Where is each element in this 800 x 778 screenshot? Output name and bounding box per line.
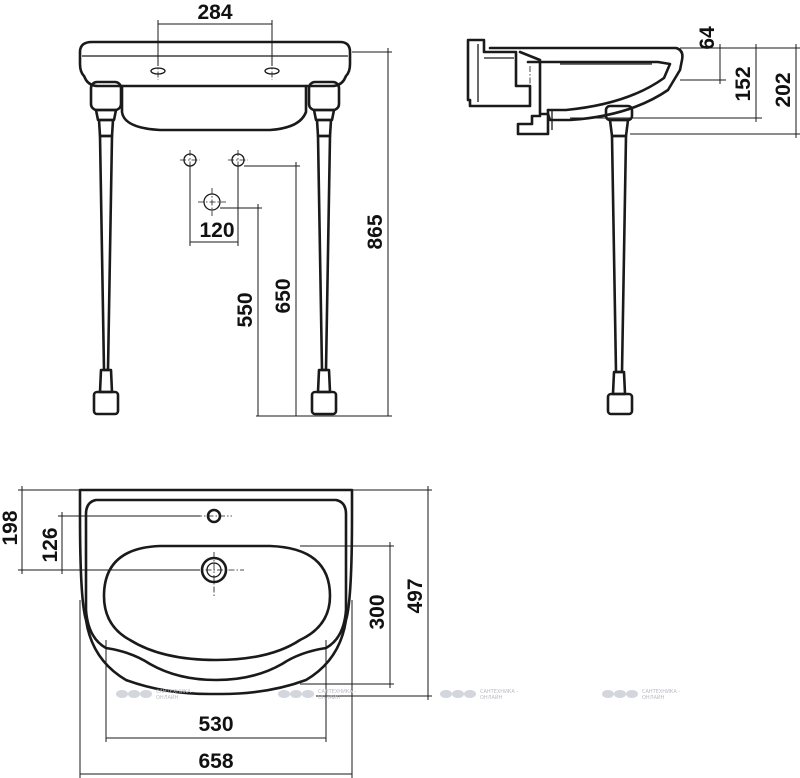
- front-view: 284 120 550 650 865: [78, 1, 392, 417]
- dim-label-126: 126: [39, 527, 62, 562]
- watermark-3: САНТЕХНИКА - ОНЛАЙН: [440, 689, 518, 701]
- dim-label-530: 530: [198, 713, 233, 736]
- front-leg-right: [307, 80, 341, 416]
- side-drain-pipe: [516, 108, 550, 136]
- dim-outlet-low: 550: [220, 204, 262, 416]
- front-leg-left: [89, 80, 123, 416]
- dim-bowl-length: 300: [300, 542, 394, 688]
- front-bowl: [120, 84, 308, 132]
- watermark-line2: ОНЛАЙН: [156, 694, 179, 701]
- dim-outlet-high: 650: [244, 162, 300, 416]
- side-bowl-inner: [526, 60, 672, 112]
- dim-label-650: 650: [272, 278, 295, 313]
- front-basin-rim: [78, 40, 352, 88]
- dim-rim-depth: 64: [680, 26, 726, 84]
- watermark-line1: САНТЕХНИКА -: [318, 689, 356, 695]
- dim-drain-offset: 126: [39, 512, 200, 574]
- dim-tap-spacing: 284: [157, 1, 273, 66]
- watermark-line1: САНТЕХНИКА -: [642, 689, 680, 695]
- dim-label-865: 865: [364, 214, 387, 249]
- dim-label-64: 64: [696, 26, 719, 50]
- watermark-line2: ОНЛАЙН: [480, 694, 503, 701]
- side-wall-bracket: [466, 38, 532, 108]
- dim-label-497: 497: [404, 578, 427, 613]
- watermark-logo-icon: [440, 690, 452, 698]
- dim-label-550: 550: [234, 292, 257, 327]
- watermark-line2: ОНЛАЙН: [642, 694, 665, 701]
- dim-basin-depth: 202: [630, 44, 800, 138]
- dim-label-152: 152: [732, 66, 755, 101]
- top-view: 198 126 300 497 530: [0, 486, 432, 778]
- side-leg: [604, 104, 634, 416]
- dim-outlet-spacing: 120: [189, 166, 239, 246]
- watermark-logo-icon: [278, 690, 290, 698]
- dim-label-658: 658: [198, 750, 233, 773]
- dim-bowl-depth: 152: [570, 44, 762, 122]
- dim-label-198: 198: [0, 510, 22, 545]
- dim-label-284: 284: [197, 1, 232, 24]
- dim-total-height: 865: [352, 48, 392, 416]
- watermark-4: САНТЕХНИКА - ОНЛАЙН: [602, 689, 680, 701]
- dim-label-300: 300: [366, 594, 389, 629]
- dim-label-120: 120: [199, 219, 234, 242]
- top-bowl: [102, 544, 332, 662]
- side-view: 64 152 202: [466, 26, 800, 416]
- watermark-1: САНТЕХНИКА - ОНЛАЙН: [116, 689, 194, 701]
- top-outer-outline: [78, 488, 354, 696]
- watermark-logo-icon: [116, 690, 128, 698]
- watermark-line1: САНТЕХНИКА -: [480, 689, 518, 695]
- dim-label-202: 202: [772, 72, 795, 107]
- dim-total-width: 658: [79, 600, 353, 778]
- watermark-2: САНТЕХНИКА - ОНЛАЙН: [278, 689, 356, 701]
- top-rim-inner: [84, 498, 348, 682]
- watermark-line1: САНТЕХНИКА -: [156, 689, 194, 695]
- dim-tap-hole-offset: 198: [0, 486, 200, 574]
- dim-inner-width: 530: [105, 640, 327, 742]
- watermark-logo-icon: [602, 690, 614, 698]
- dim-total-depth: 497: [316, 486, 432, 700]
- watermark-line2: ОНЛАЙН: [318, 694, 341, 701]
- side-basin-profile: [488, 46, 684, 122]
